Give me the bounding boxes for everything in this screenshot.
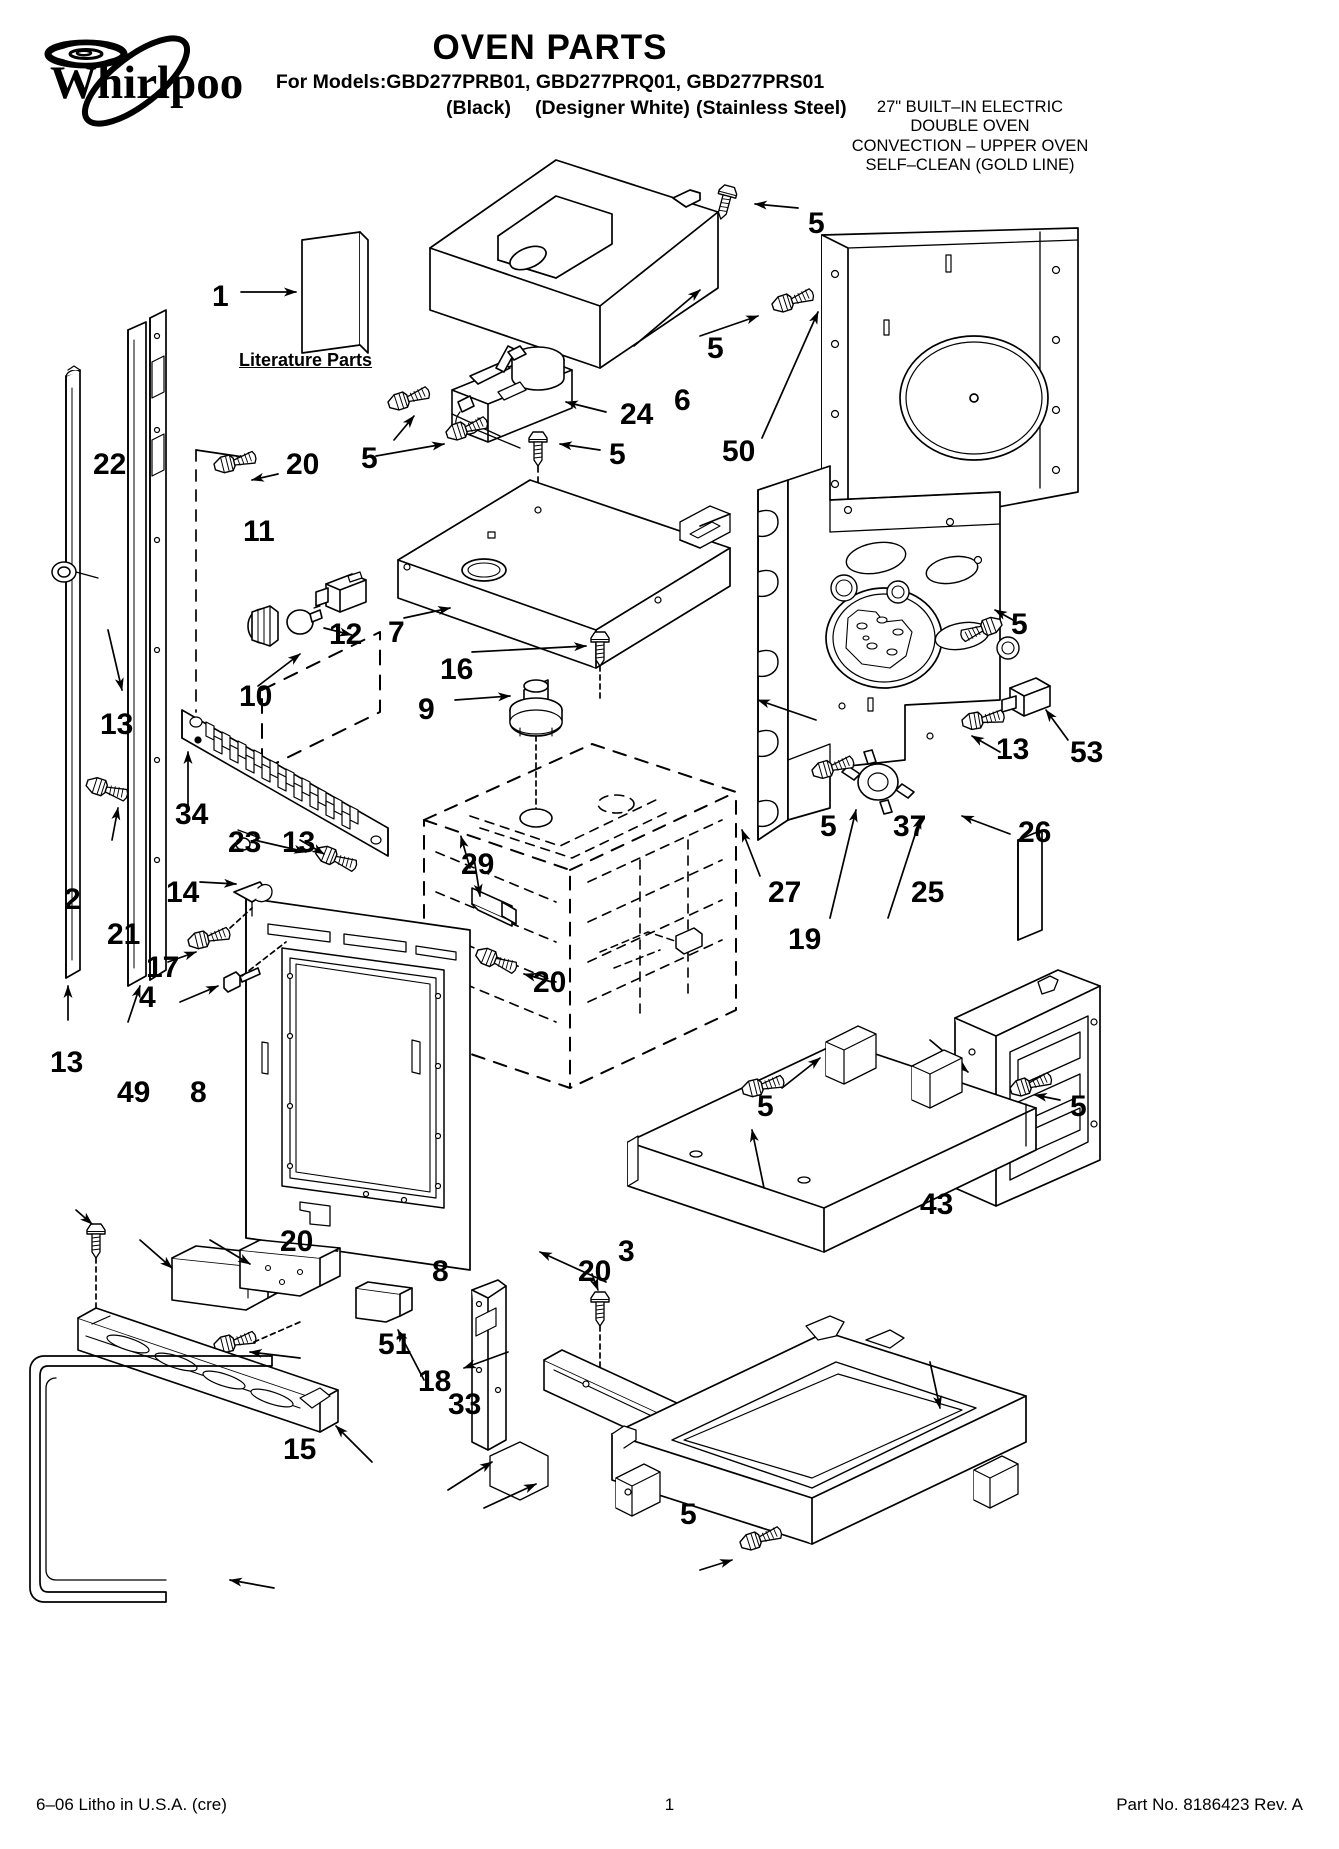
callout-number-17: 17 bbox=[146, 951, 180, 984]
callout-number-34: 34 bbox=[175, 798, 209, 831]
callout-number-1: 1 bbox=[212, 280, 229, 313]
callout-number-43: 43 bbox=[920, 1188, 954, 1221]
callout-number-14: 14 bbox=[166, 876, 200, 909]
brand-wordmark: Whirlpool bbox=[50, 57, 244, 109]
callout-number-11: 11 bbox=[243, 515, 275, 548]
color-white-label: (Designer White) bbox=[535, 96, 690, 119]
callout-number-5: 5 bbox=[1011, 608, 1028, 641]
callout-number-18: 18 bbox=[418, 1365, 452, 1398]
callout-number-29: 29 bbox=[461, 848, 495, 881]
callout-number-13: 13 bbox=[100, 708, 134, 741]
callout-number-2: 2 bbox=[64, 883, 81, 916]
callout-number-5: 5 bbox=[757, 1090, 774, 1123]
desc-line-4: SELF–CLEAN (GOLD LINE) bbox=[865, 155, 1075, 174]
callout-number-5: 5 bbox=[361, 442, 378, 475]
callout-number-27: 27 bbox=[768, 876, 802, 909]
callout-number-16: 16 bbox=[440, 653, 474, 686]
callout-number-5: 5 bbox=[1070, 1090, 1087, 1123]
callout-number-26: 26 bbox=[1018, 816, 1052, 849]
desc-line-1: 27" BUILT–IN ELECTRIC bbox=[876, 98, 1064, 116]
callout-number-20: 20 bbox=[286, 448, 320, 481]
callout-number-33: 33 bbox=[448, 1388, 482, 1421]
callout-number-8: 8 bbox=[190, 1076, 207, 1109]
title-block: OVEN PARTS For Models:GBD277PRB01, GBD27… bbox=[250, 28, 850, 121]
exploded-parts-diagram bbox=[0, 140, 1339, 1760]
page-footer: 6–06 Litho in U.S.A. (cre) 1 Part No. 81… bbox=[0, 1795, 1339, 1829]
callout-number-20: 20 bbox=[280, 1225, 314, 1258]
callout-number-10: 10 bbox=[239, 680, 273, 713]
color-steel-label: (Stainless Steel) bbox=[696, 96, 847, 119]
callout-number-5: 5 bbox=[808, 207, 825, 240]
part-number: Part No. 8186423 Rev. A bbox=[1116, 1795, 1303, 1814]
callout-number-6: 6 bbox=[674, 384, 691, 417]
callout-number-51: 51 bbox=[378, 1328, 412, 1361]
callout-number-7: 7 bbox=[388, 616, 405, 649]
callout-number-13: 13 bbox=[996, 733, 1030, 766]
callout-number-49: 49 bbox=[117, 1076, 151, 1109]
callout-number-50: 50 bbox=[722, 435, 756, 468]
color-black-label: (Black) bbox=[446, 96, 512, 119]
callout-number-12: 12 bbox=[329, 618, 363, 651]
desc-line-2: DOUBLE OVEN bbox=[910, 117, 1030, 136]
callout-number-5: 5 bbox=[609, 438, 626, 471]
models-line: For Models:GBD277PRB01, GBD277PRQ01, GBD… bbox=[275, 70, 825, 93]
callout-number-53: 53 bbox=[1070, 736, 1104, 769]
callout-number-3: 3 bbox=[618, 1235, 635, 1268]
callout-number-22: 22 bbox=[93, 448, 127, 481]
callout-number-15: 15 bbox=[283, 1433, 317, 1466]
callout-number-23: 23 bbox=[228, 826, 262, 859]
literature-parts-label: Literature Parts bbox=[239, 350, 373, 370]
desc-line-3: CONVECTION – UPPER OVEN bbox=[851, 136, 1089, 155]
callout-number-21: 21 bbox=[107, 918, 141, 951]
callout-number-9: 9 bbox=[418, 693, 435, 726]
whirlpool-swirl-logo: Whirlpool bbox=[24, 26, 256, 136]
colors-line: (Black) (Designer White) (Stainless Stee… bbox=[250, 97, 850, 121]
callout-number-19: 19 bbox=[788, 923, 822, 956]
callout-number-20: 20 bbox=[578, 1255, 612, 1288]
callout-number-5: 5 bbox=[707, 332, 724, 365]
callout-number-20: 20 bbox=[533, 966, 567, 999]
callout-number-13: 13 bbox=[282, 826, 316, 859]
page-title: OVEN PARTS bbox=[432, 28, 668, 67]
callout-number-5: 5 bbox=[680, 1498, 697, 1531]
callout-number-37: 37 bbox=[893, 810, 927, 843]
callout-number-8: 8 bbox=[432, 1255, 449, 1288]
callout-number-13: 13 bbox=[50, 1046, 84, 1079]
litho-info: 6–06 Litho in U.S.A. (cre) bbox=[36, 1795, 227, 1814]
callout-number-5: 5 bbox=[820, 810, 837, 843]
product-description: 27" BUILT–IN ELECTRIC DOUBLE OVEN CONVEC… bbox=[828, 98, 1112, 175]
page-number: 1 bbox=[664, 1795, 675, 1814]
callout-number-4: 4 bbox=[139, 981, 156, 1014]
callout-number-25: 25 bbox=[911, 876, 945, 909]
callout-number-24: 24 bbox=[620, 398, 654, 431]
